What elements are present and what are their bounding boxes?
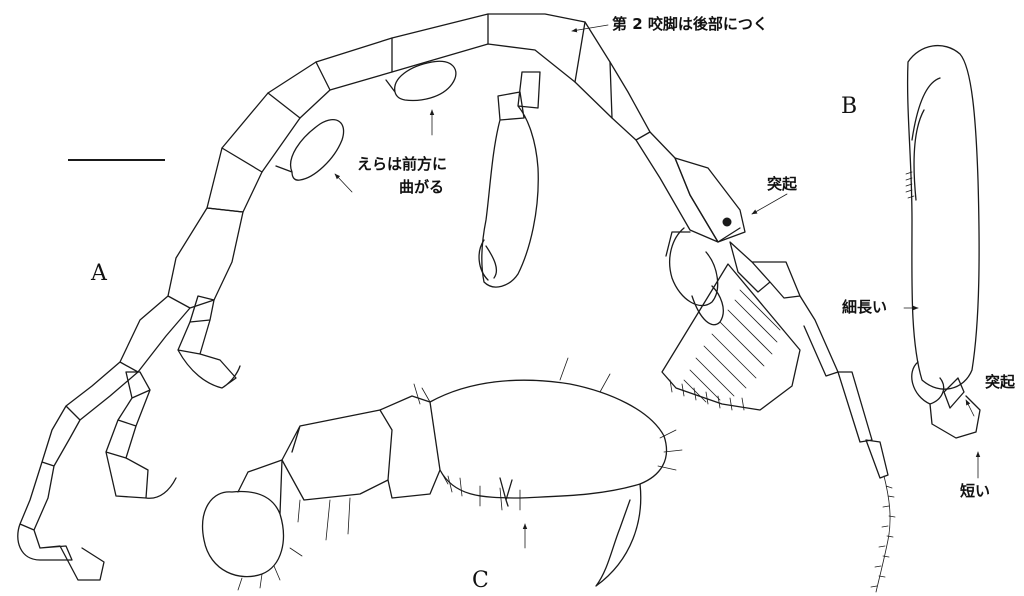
annotation-gills-line1: えらは前方に xyxy=(357,157,447,172)
panel-label-c: C xyxy=(472,570,489,592)
gill-1 xyxy=(276,120,344,181)
antenna-2 xyxy=(838,372,888,478)
process-c xyxy=(500,478,512,506)
annotation-process-a: 突起 xyxy=(767,177,797,192)
panel-label-b: B xyxy=(841,96,857,118)
palm-b xyxy=(912,78,940,200)
basis-c xyxy=(282,410,392,500)
panel-label-a: A xyxy=(91,263,107,285)
arrow-gill-diag xyxy=(335,174,352,192)
gnathopod-1 xyxy=(662,228,800,410)
annotation-process-b: 突起 xyxy=(985,375,1015,390)
pereopod-left-1 xyxy=(18,208,243,580)
annotation-second-gnathopod: 第 2 咬脚は後部につく xyxy=(612,17,768,32)
flagellum xyxy=(871,476,895,592)
head-spot xyxy=(723,218,732,227)
head xyxy=(666,158,745,256)
pereopod-left-2 xyxy=(178,296,240,388)
dactyl-c xyxy=(596,484,641,586)
basis-b xyxy=(944,378,964,408)
panel-b-gnathopod xyxy=(906,46,980,438)
gill-2 xyxy=(386,61,456,100)
annotation-slender: 細長い xyxy=(842,300,887,315)
ischium-c xyxy=(380,396,440,498)
coxa-c xyxy=(203,460,284,577)
palm-spines-b xyxy=(906,172,914,198)
annotation-short: 短い xyxy=(960,484,990,499)
antenna-1 xyxy=(730,242,838,376)
panel-a-amphipod xyxy=(18,14,895,592)
coxa-striations xyxy=(684,290,780,402)
annotation-gills-line2: 曲がる xyxy=(399,180,444,195)
propodus-c xyxy=(430,380,667,498)
body-outline xyxy=(207,14,740,242)
propodus-b xyxy=(908,46,980,390)
gnathopod-2 xyxy=(482,72,540,287)
arrow-process-a xyxy=(752,194,787,214)
panel-c-closeup xyxy=(203,358,682,590)
setae-c xyxy=(238,358,682,590)
